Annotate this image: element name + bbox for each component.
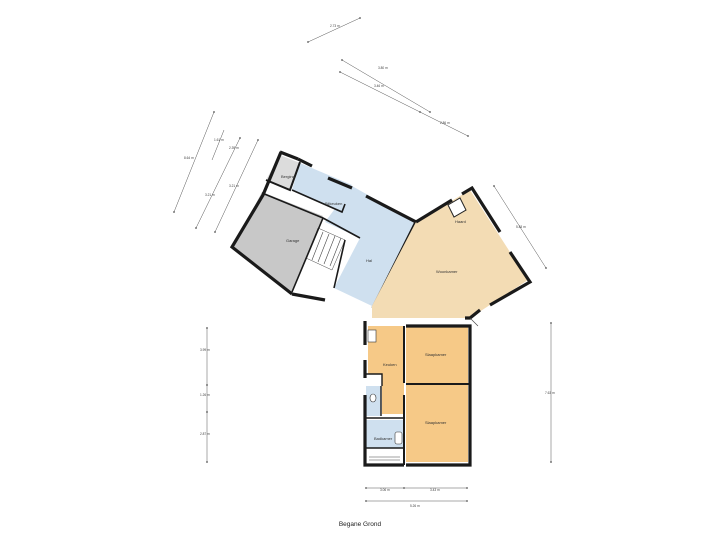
keuken-room-lower (382, 374, 404, 414)
label-berging: Berging (281, 174, 295, 179)
hal-room (325, 186, 416, 306)
dim-right-living: 5.48 m (516, 225, 526, 229)
dimension-lines (173, 17, 552, 502)
slaapkamer-1-room (406, 326, 468, 383)
label-hal: Hal (366, 258, 372, 263)
dim-wing-right: 7.63 m (545, 391, 555, 395)
dim-top-2: 3.80 m (378, 66, 388, 70)
haard-element (447, 197, 467, 218)
dim-top-3: 3.46 m (374, 84, 384, 88)
label-badkamer: Badkamer (374, 436, 393, 441)
label-bijkeuken: Bijkeuken (325, 201, 342, 206)
dim-bottom-2: 3.43 m (430, 488, 440, 492)
dim-top-4: 2.86 m (440, 121, 450, 125)
dimension-labels: 2.73 m 3.80 m 3.46 m 2.86 m 8.64 m 1.61 … (184, 24, 555, 508)
label-slaapkamer-1: Slaapkamer (425, 352, 447, 357)
dim-left-1: 8.64 m (184, 156, 194, 160)
living-wing (372, 185, 533, 327)
room-labels: Berging Bijkeuken Garage Hal Woonkamer H… (281, 174, 466, 441)
bottom-wing (363, 321, 472, 467)
garage-room (233, 192, 323, 293)
bijkeuken-room (292, 163, 352, 212)
label-woonkamer: Woonkamer (436, 269, 458, 274)
label-haard: Haard (455, 219, 466, 224)
slaapkamer-2-room (406, 385, 468, 462)
dim-top-1: 2.73 m (330, 24, 340, 28)
label-slaapkamer-2: Slaapkamer (425, 420, 447, 425)
dim-wing-left-3: 2.87 m (200, 432, 210, 436)
label-keuken: Keuken (383, 362, 397, 367)
dim-left-2: 1.61 m (214, 138, 224, 142)
left-wing (229, 150, 419, 309)
dim-bottom-1: 3.06 m (380, 488, 390, 492)
woonkamer-room (372, 190, 528, 318)
dim-wing-left-2: 1.26 m (200, 393, 210, 397)
berging-room (266, 155, 300, 190)
label-garage: Garage (286, 238, 300, 243)
dim-left-3: 2.39 m (229, 146, 239, 150)
dim-bottom-total: 5.26 m (410, 504, 420, 508)
dim-left-5: 3.21 m (229, 184, 239, 188)
dim-left-4: 3.21 m (205, 193, 215, 197)
dim-wing-left-1: 3.99 m (200, 348, 210, 352)
floor-caption: Begane Grond (338, 521, 382, 528)
